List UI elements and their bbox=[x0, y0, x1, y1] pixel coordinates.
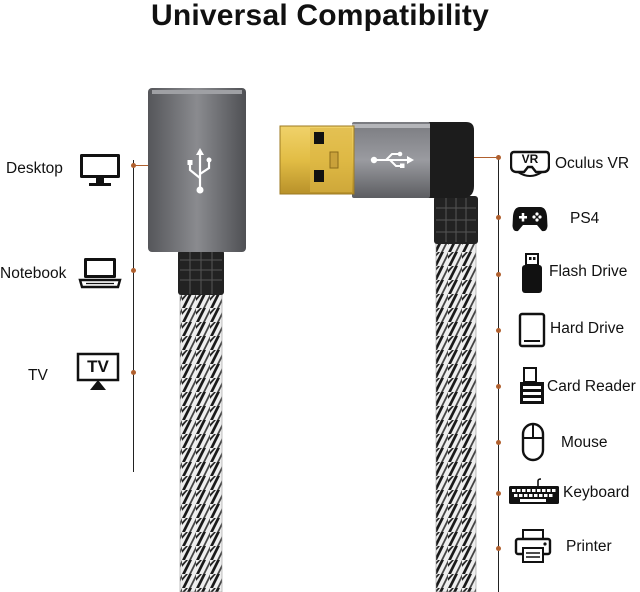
device-label-keyboard: Keyboard bbox=[563, 484, 630, 501]
device-label-desktop: Desktop bbox=[6, 160, 63, 177]
keyboard-icon bbox=[508, 478, 560, 506]
connector-dot bbox=[496, 272, 501, 277]
connector-tick bbox=[134, 165, 148, 167]
connector-tick bbox=[474, 157, 498, 159]
right-connector-line bbox=[498, 155, 500, 592]
connector-dot bbox=[496, 440, 501, 445]
page-title: Universal Compatibility bbox=[150, 0, 489, 32]
vr-headset-icon: VR bbox=[510, 146, 550, 180]
device-label-printer: Printer bbox=[566, 538, 612, 555]
connector-dot bbox=[496, 546, 501, 551]
tv-icon: TV bbox=[76, 352, 120, 394]
connector-dot bbox=[131, 163, 136, 168]
tv-icon-text: TV bbox=[87, 357, 109, 376]
device-label-card-reader: Card Reader bbox=[547, 378, 636, 395]
connector-dot bbox=[496, 491, 501, 496]
device-label-oculus-vr: Oculus VR bbox=[555, 155, 630, 172]
connector-dot bbox=[496, 328, 501, 333]
printer-icon bbox=[514, 528, 552, 564]
device-label-hard-drive: Hard Drive bbox=[550, 320, 625, 337]
connector-dot bbox=[496, 215, 501, 220]
card-reader-icon bbox=[518, 367, 546, 405]
device-label-tv: TV bbox=[28, 367, 48, 384]
connector-dot bbox=[131, 370, 136, 375]
connector-dot bbox=[496, 155, 501, 160]
left-connector-line bbox=[133, 160, 135, 472]
mouse-icon bbox=[521, 422, 545, 462]
device-label-flash-drive: Flash Drive bbox=[549, 263, 628, 280]
hard-drive-icon bbox=[518, 312, 546, 348]
connector-dot bbox=[131, 268, 136, 273]
device-label-ps4: PS4 bbox=[570, 210, 600, 227]
device-label-mouse: Mouse bbox=[561, 434, 608, 451]
laptop-icon bbox=[78, 256, 122, 290]
gamepad-icon bbox=[512, 204, 548, 234]
flash-drive-icon bbox=[520, 253, 544, 295]
device-label-notebook: Notebook bbox=[0, 265, 67, 282]
vr-icon-text: VR bbox=[521, 152, 539, 166]
connector-dot bbox=[496, 384, 501, 389]
desktop-icon bbox=[78, 152, 122, 188]
